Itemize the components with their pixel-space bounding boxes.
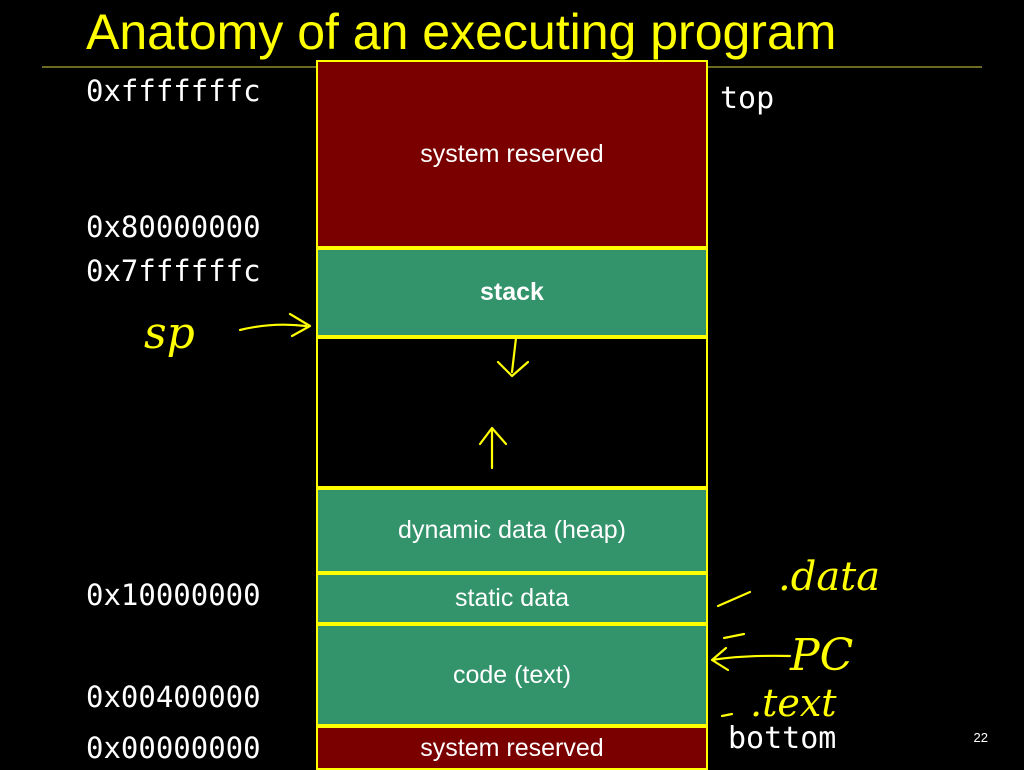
- annotation-sp: sp: [144, 308, 195, 359]
- stack-growth-down-arrow-icon: [496, 336, 530, 378]
- text-pointer-dash-icon: [720, 712, 734, 718]
- annotation-text: .text: [750, 681, 837, 725]
- address-kernel-base: 0x80000000: [86, 210, 261, 244]
- pc-pointer-dash-icon: [722, 632, 746, 640]
- data-pointer-dash-icon: [716, 590, 752, 608]
- label-top: top: [720, 81, 775, 116]
- pc-arrow-icon: [710, 646, 792, 672]
- segment-label: dynamic data (heap): [398, 516, 626, 544]
- annotation-data: .data: [778, 554, 880, 600]
- segment-free-space: [316, 337, 708, 488]
- segment-label: code (text): [452, 660, 572, 689]
- address-stack-top: 0x7ffffffc: [86, 254, 261, 288]
- slide-title: Anatomy of an executing program: [86, 4, 837, 60]
- segment-code: code (text): [316, 624, 708, 726]
- segment-stack: stack: [316, 248, 708, 337]
- annotation-pc: PC: [789, 630, 853, 681]
- segment-label: stack: [480, 278, 544, 306]
- address-top: 0xfffffffc: [86, 74, 261, 108]
- segment-heap: dynamic data (heap): [316, 488, 708, 573]
- address-data-base: 0x10000000: [86, 578, 261, 612]
- heap-growth-up-arrow-icon: [478, 426, 508, 470]
- segment-label: static data: [455, 584, 569, 612]
- segment-system-reserved-top: system reserved: [316, 60, 708, 248]
- sp-arrow-icon: [238, 312, 312, 338]
- segment-static-data: static data: [316, 573, 708, 624]
- address-bottom: 0x00000000: [86, 731, 261, 765]
- label-bottom: bottom: [728, 721, 837, 756]
- address-text-base: 0x00400000: [86, 680, 261, 714]
- segment-label: system reserved: [420, 139, 604, 168]
- slide-number: 22: [973, 730, 988, 745]
- segment-label: system reserved: [420, 734, 604, 762]
